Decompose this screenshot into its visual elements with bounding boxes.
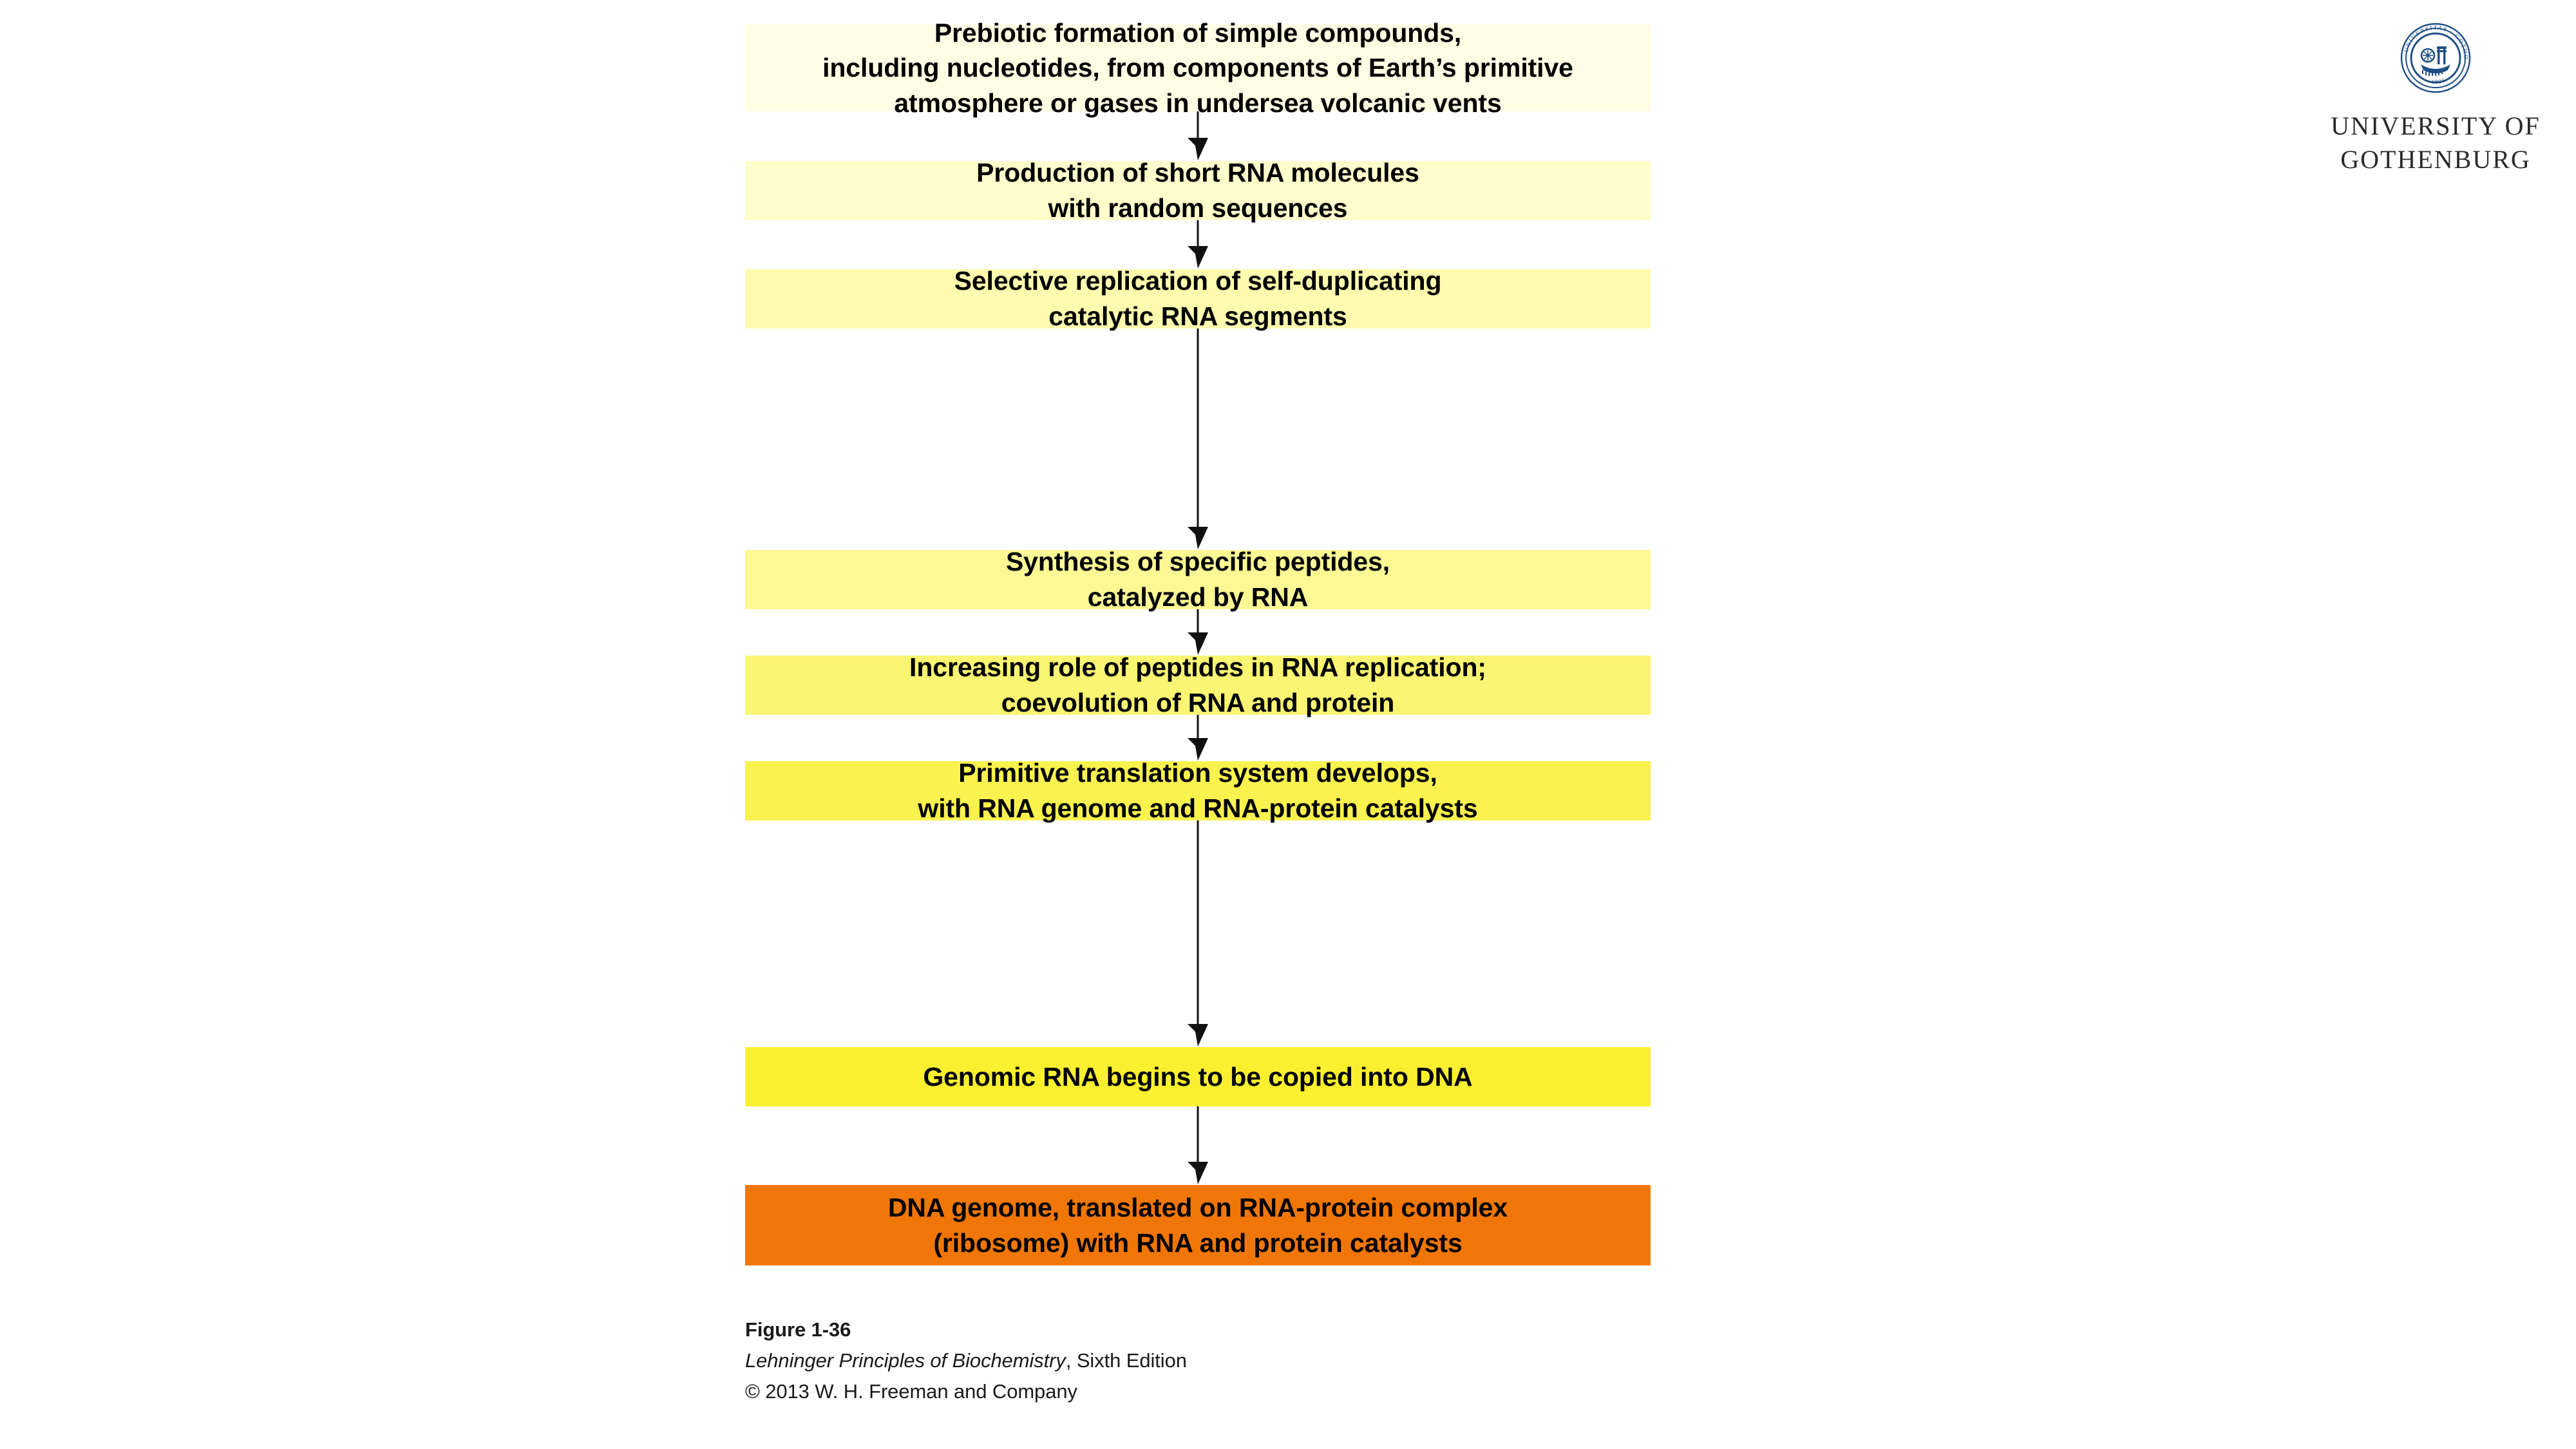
flow-step-line: including nucleotides, from components o… — [822, 53, 1573, 83]
flow-step-box: Primitive translation system develops, wi… — [745, 758, 1651, 823]
flow-step-box: Production of short RNA molecules with ra… — [745, 158, 1651, 223]
figure-caption: Figure 1-36 Lehninger Principles of Bioc… — [745, 1316, 1187, 1406]
wordmark-line-2: GOTHENBURG — [2340, 145, 2531, 174]
flow-step-line: coevolution of RNA and protein — [1001, 688, 1395, 717]
caption-book-edition: , Sixth Edition — [1065, 1349, 1187, 1372]
flow-arrow-icon — [745, 609, 1651, 656]
flow-step-text: Genomic RNA begins to be copied into DNA — [764, 1059, 1631, 1095]
svg-text:· 1891 ·: · 1891 · — [2426, 75, 2452, 85]
wordmark-line-1: UNIVERSITY OF — [2331, 111, 2541, 140]
flow-arrow-icon — [745, 1106, 1651, 1185]
flow-arrow-icon — [745, 715, 1651, 761]
flow-step-text: Synthesis of specific peptides, catalyzed… — [764, 544, 1631, 614]
flow-step-line: Synthesis of specific peptides, — [1005, 547, 1390, 577]
flow-step-box: Prebiotic formation of simple compounds,… — [745, 18, 1651, 118]
flow-step-line: Selective replication of self-duplicatin… — [954, 266, 1442, 296]
flow-step-line: DNA genome, translated on RNA-protein co… — [887, 1192, 1508, 1222]
caption-figure-number: Figure 1-36 — [745, 1318, 851, 1341]
flow-step-line: with random sequences — [1048, 193, 1348, 223]
flow-arrow-icon — [745, 328, 1651, 550]
flow-arrow-icon — [745, 111, 1651, 161]
flow-step-box: Selective replication of self-duplicatin… — [745, 266, 1651, 331]
flow-step-text: Selective replication of self-duplicatin… — [764, 263, 1631, 334]
flow-step-text: Primitive translation system develops, wi… — [764, 755, 1631, 826]
flow-step-box: DNA genome, translated on RNA-protein co… — [745, 1185, 1651, 1265]
university-seal-icon: UNIVERSITAS · GOTHOBURGENSIS · 1891 · — [2400, 22, 2472, 94]
flow-step-line: Primitive translation system develops, — [958, 758, 1437, 788]
caption-book-title: Lehninger Principles of Biochemistry — [745, 1349, 1066, 1372]
flow-step-text: Prebiotic formation of simple compounds,… — [764, 15, 1631, 121]
flow-step-text: Increasing role of peptides in RNA repli… — [764, 650, 1631, 720]
flow-step-box: Genomic RNA begins to be copied into DNA — [745, 1047, 1651, 1106]
flow-step-line: Prebiotic formation of simple compounds, — [934, 17, 1462, 48]
flow-arrow-icon — [745, 820, 1651, 1047]
evolution-flowchart: Prebiotic formation of simple compounds,… — [745, 0, 1651, 1265]
flow-step-line: Production of short RNA molecules — [976, 158, 1419, 188]
flow-arrow-icon — [745, 220, 1651, 269]
flow-step-line: catalytic RNA segments — [1048, 301, 1347, 331]
flow-step-line: (ribosome) with RNA and protein catalyst… — [933, 1227, 1463, 1258]
flow-step-line: with RNA genome and RNA-protein catalyst… — [918, 793, 1478, 823]
flow-step-text: DNA genome, translated on RNA-protein co… — [764, 1190, 1631, 1260]
caption-book: Lehninger Principles of Biochemistry, Si… — [745, 1347, 1187, 1375]
flow-step-box: Increasing role of peptides in RNA repli… — [745, 652, 1651, 717]
flow-step-box: Synthesis of specific peptides, catalyzed… — [745, 547, 1651, 612]
flow-step-text: Production of short RNA molecules with ra… — [764, 155, 1631, 225]
university-logo: UNIVERSITAS · GOTHOBURGENSIS · 1891 · UN… — [2320, 22, 2552, 176]
flow-step-line: Increasing role of peptides in RNA repli… — [909, 652, 1486, 683]
caption-copyright: © 2013 W. H. Freeman and Company — [745, 1380, 1077, 1403]
university-wordmark: UNIVERSITY OF GOTHENBURG — [2331, 109, 2541, 176]
flow-step-line: Genomic RNA begins to be copied into DNA — [923, 1061, 1473, 1092]
flow-step-line: catalyzed by RNA — [1087, 582, 1309, 612]
